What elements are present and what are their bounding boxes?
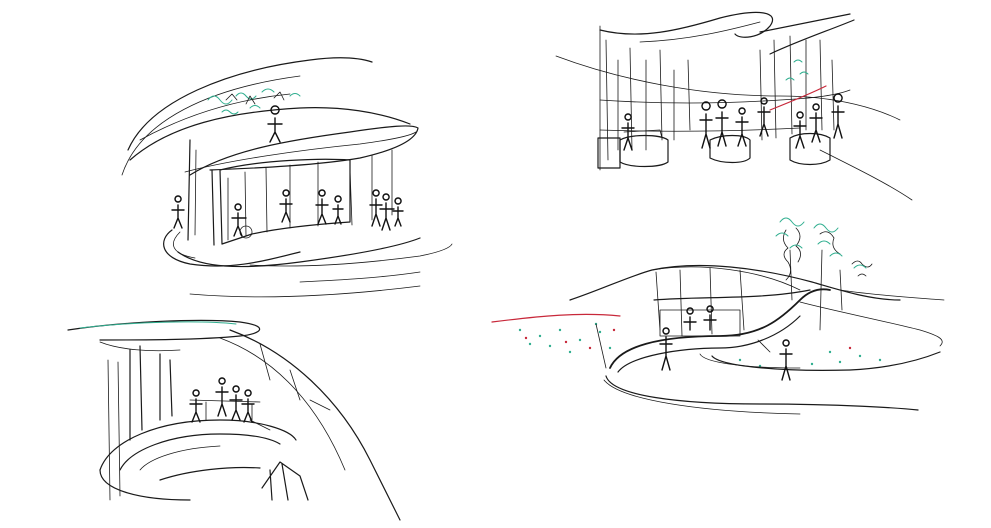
sketch-bottom-left [67, 319, 401, 521]
sketch-bottom-right [491, 217, 945, 415]
sketch-top-right [555, 11, 913, 201]
sketch-top-left [121, 57, 453, 298]
